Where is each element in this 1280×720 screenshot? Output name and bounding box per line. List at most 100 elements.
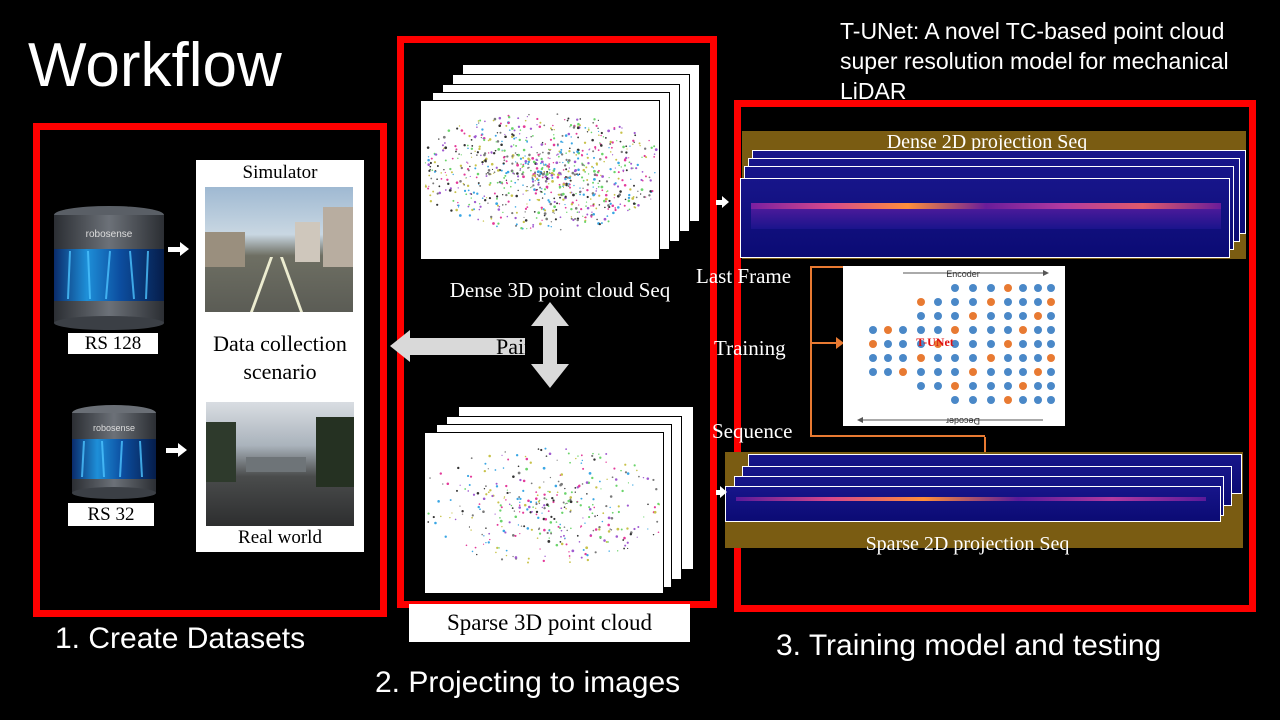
cloud-point: [519, 129, 522, 131]
cloud-point: [470, 152, 472, 155]
cloud-point: [601, 152, 604, 156]
cloud-point: [643, 516, 645, 518]
cloud-point: [444, 159, 447, 162]
cloud-point: [530, 186, 532, 189]
cloud-point: [474, 546, 477, 549]
cloud-point: [571, 549, 575, 553]
cloud-point: [463, 132, 466, 135]
cloud-point: [517, 117, 520, 120]
cloud-point: [551, 128, 553, 131]
cloud-point: [489, 489, 492, 492]
cloud-point: [474, 164, 477, 167]
network-node: [1034, 354, 1042, 362]
cloud-point: [607, 523, 610, 527]
step1-frame: [33, 123, 387, 617]
cloud-point: [591, 165, 594, 168]
cloud-point: [653, 510, 657, 514]
cloud-point: [559, 161, 561, 163]
cloud-point: [472, 493, 476, 496]
cloud-point: [597, 169, 600, 172]
arrow-rs128-to-sim: [168, 247, 180, 252]
cloud-point: [567, 499, 570, 503]
cloud-point: [541, 506, 544, 509]
cloud-point: [548, 529, 551, 532]
cloud-point: [594, 528, 598, 531]
cloud-point: [541, 176, 544, 179]
cloud-point: [487, 202, 489, 204]
dense-cloud-label: Dense 3D point cloud Seq: [449, 278, 671, 302]
cloud-point: [438, 191, 442, 195]
cloud-point: [563, 506, 566, 508]
network-node: [1019, 396, 1027, 404]
cloud-point: [543, 124, 546, 127]
cloud-point: [657, 531, 660, 534]
cloud-point: [483, 195, 486, 197]
dense-projection-image: [740, 178, 1230, 258]
cloud-point: [450, 171, 453, 174]
cloud-point: [515, 225, 517, 227]
cloud-point: [570, 491, 573, 494]
cloud-point: [519, 167, 522, 170]
cloud-point: [599, 535, 602, 539]
network-node: [1019, 340, 1027, 348]
cloud-point: [474, 150, 476, 152]
network-node: [1019, 312, 1027, 320]
cloud-point: [592, 181, 595, 184]
cloud-point: [539, 172, 542, 176]
cloud-point: [459, 164, 463, 167]
cloud-point: [567, 117, 570, 120]
cloud-point: [524, 160, 528, 163]
cloud-point: [570, 207, 573, 211]
cloud-point: [601, 189, 604, 192]
cloud-point: [514, 515, 518, 519]
cloud-point: [526, 228, 528, 230]
cloud-point: [548, 163, 551, 165]
cloud-point: [474, 167, 477, 170]
cloud-point: [641, 156, 643, 158]
cloud-point: [483, 488, 486, 490]
cloud-point: [577, 455, 579, 457]
connector-line: [810, 266, 812, 436]
training-label: Training: [714, 336, 786, 360]
cloud-point: [657, 502, 660, 506]
network-node: [969, 326, 977, 334]
cloud-point: [525, 467, 528, 471]
cloud-point: [515, 454, 519, 457]
cloud-point: [575, 132, 578, 135]
cloud-point: [555, 543, 559, 547]
cloud-point: [513, 129, 516, 132]
cloud-point: [624, 198, 627, 201]
network-node: [917, 312, 925, 320]
cloud-point: [550, 221, 553, 223]
network-node: [899, 340, 907, 348]
cloud-point: [471, 208, 474, 212]
cloud-point: [527, 561, 529, 564]
cloud-point: [536, 117, 539, 121]
cloud-point: [648, 194, 651, 197]
cloud-point: [447, 182, 450, 186]
cloud-point: [487, 491, 490, 494]
cloud-point: [490, 215, 493, 219]
network-node: [1019, 382, 1027, 390]
cloud-point: [549, 172, 551, 174]
cloud-point: [478, 208, 481, 211]
cloud-point: [619, 190, 622, 193]
network-node: [1047, 382, 1055, 390]
cloud-point: [609, 140, 612, 144]
cloud-point: [505, 554, 508, 557]
cloud-point: [485, 175, 488, 178]
cloud-point: [570, 216, 573, 218]
cloud-point: [576, 501, 579, 503]
cloud-point: [553, 517, 556, 521]
network-node: [1034, 368, 1042, 376]
cloud-point: [627, 209, 629, 212]
cloud-point: [566, 502, 568, 504]
cloud-point: [630, 162, 633, 165]
cloud-point: [494, 134, 497, 137]
cloud-point: [500, 506, 503, 509]
cloud-point: [587, 128, 590, 131]
cloud-point: [584, 126, 587, 129]
cloud-point: [560, 542, 564, 546]
cloud-point: [484, 160, 487, 163]
arrowhead: [180, 242, 189, 256]
